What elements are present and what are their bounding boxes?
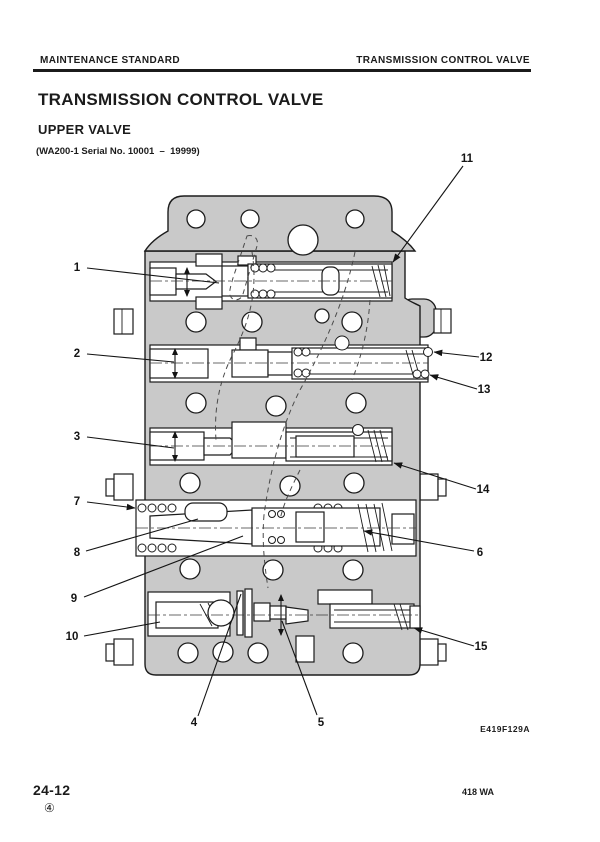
- bolt: [105, 308, 452, 666]
- callout-5: 5: [318, 717, 325, 729]
- callout-10: 10: [66, 631, 79, 643]
- callout-8: 8: [74, 547, 81, 559]
- callout-4: 4: [191, 717, 198, 729]
- figure-code: E419F129A: [480, 724, 530, 734]
- top-plate: [143, 195, 417, 252]
- callout-14: 14: [477, 484, 490, 496]
- bolt-holes: [177, 209, 367, 664]
- model-code: 418 WA: [461, 787, 494, 797]
- callout-leaders: [83, 165, 480, 717]
- page-number: 24-12: [33, 782, 71, 798]
- header-right-label: TRANSMISSION CONTROL VALVE: [356, 55, 530, 66]
- internal-passages: [215, 235, 371, 589]
- valve-band-5: [147, 588, 421, 663]
- callout-7: 7: [74, 496, 80, 508]
- callout-9: 9: [71, 593, 77, 605]
- header-rule: [33, 69, 531, 72]
- callout-2: 2: [74, 348, 80, 360]
- callout-labels: 1 2 3 4 5 6 7 8 9 10 11 12 13 14 15: [66, 153, 493, 729]
- valve-band-4: [135, 499, 417, 557]
- callout-1: 1: [74, 262, 81, 274]
- callout-15: 15: [475, 641, 488, 653]
- callout-12: 12: [480, 352, 493, 364]
- valve-band-3: [149, 421, 393, 466]
- valve-band-2: [149, 335, 433, 383]
- valve-band-1: [149, 253, 393, 310]
- section-subtitle: UPPER VALVE: [38, 122, 132, 137]
- page-section-marker: ④: [44, 801, 55, 815]
- page-title: TRANSMISSION CONTROL VALVE: [38, 90, 324, 109]
- header-left-label: MAINTENANCE STANDARD: [40, 55, 181, 66]
- callout-11: 11: [461, 153, 474, 165]
- callout-13: 13: [478, 384, 491, 396]
- callout-3: 3: [74, 431, 80, 443]
- callout-6: 6: [477, 547, 483, 559]
- serial-number-note: (WA200-1 Serial No. 10001 – 19999): [36, 146, 200, 157]
